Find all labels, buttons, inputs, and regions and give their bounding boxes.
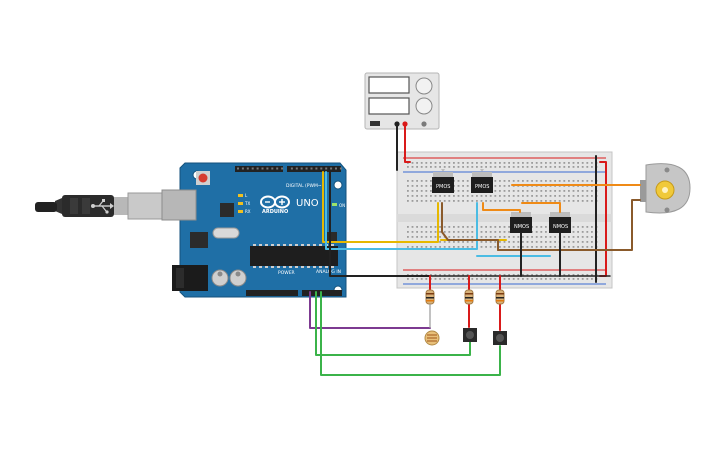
usb-cable[interactable] [35,192,163,220]
wire-brown-gate [441,202,499,251]
nmos-label-1: NMOS [514,224,529,230]
pmos-label-1: PMOS [436,184,450,190]
power-switch[interactable] [370,121,380,126]
nmos-transistor-1[interactable]: NMOS [510,212,532,233]
nmos-transistor-2[interactable]: NMOS [549,212,571,233]
resistor-3[interactable] [495,289,505,305]
current-knob[interactable] [415,97,433,115]
power-header[interactable] [246,290,298,296]
photoresistor[interactable] [424,330,440,346]
digital-pin-row[interactable] [237,167,342,170]
digital-pins-label: DIGITAL (PWM~) [286,183,324,189]
status-leds: L TX RX ON [238,193,345,214]
wires[interactable] [309,123,641,376]
atmega-chip [250,246,338,266]
digital-header-b[interactable] [287,166,341,172]
voltage-display [368,76,410,94]
voltage-knob[interactable] [415,77,433,95]
arduino-brand: ARDUINO [262,209,288,215]
resistor-2[interactable] [464,289,474,305]
wire-purple [309,291,431,329]
pmos-transistor-1[interactable]: PMOS [432,169,454,193]
wire-yellow [322,171,439,243]
pushbutton-2[interactable] [493,331,507,345]
power-pins-label: POWER [278,270,295,276]
led-label-on: ON [339,203,345,208]
analog-pins-label: ANALOG IN [316,269,341,275]
arduino-model: UNO [296,198,319,209]
wire-orange-drain-2 [521,202,561,213]
nmos-label-2: NMOS [553,224,568,230]
current-display [368,97,410,115]
arduino-uno-board[interactable]: L TX RX ON ARDUINO UNO DIGITAL (PWM~) PO… [161,162,347,298]
resistor-1[interactable] [425,289,435,328]
led-label-l: L [245,193,248,198]
dc-motor[interactable] [640,163,691,214]
pmos-transistor-2[interactable]: PMOS [471,169,493,193]
wire-green-1 [315,291,471,356]
led-label-rx: RX [245,209,251,214]
wire-motor-brown [497,199,641,251]
wire-cyan [325,171,478,250]
power-supply[interactable] [364,72,440,130]
wire-psu-positive [404,123,411,163]
digital-header-a[interactable] [235,166,283,172]
pmos-label-2: PMOS [475,184,489,190]
reset-button-cap[interactable] [198,173,208,183]
arduino-infinity-icon [260,195,290,209]
led-label-tx: TX [244,201,250,206]
wire-orange-drain-1 [482,202,521,213]
wire-green-2 [320,291,501,376]
breadboard[interactable] [396,151,613,289]
pushbutton-1[interactable] [463,328,477,342]
usb-symbol-icon [91,199,114,214]
